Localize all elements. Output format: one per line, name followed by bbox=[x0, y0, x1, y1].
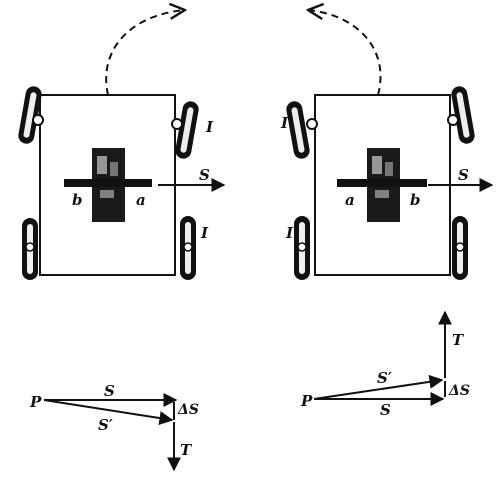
left-wheel-label-bottom: I bbox=[200, 224, 209, 242]
right-gyro-axle bbox=[337, 179, 427, 187]
right-delta-s-label: ΔS bbox=[448, 383, 470, 399]
right-wheel-label-top: I bbox=[280, 114, 289, 132]
right-point-p: P bbox=[300, 392, 313, 410]
left-vector-diagram: P S S′ ΔS T bbox=[29, 382, 199, 472]
right-t-label: T bbox=[452, 331, 465, 349]
right-wheel-label-bottom: I bbox=[285, 224, 294, 242]
left-point-p: P bbox=[29, 393, 42, 411]
right-s-vector-label: S bbox=[380, 401, 391, 419]
right-cart: I I a b S bbox=[280, 10, 494, 280]
left-rotation-arrow bbox=[105, 10, 185, 96]
right-cart-rear-right-wheel bbox=[452, 216, 468, 280]
right-cart-front-left-wheel bbox=[286, 101, 310, 159]
right-axle-end-b: b bbox=[410, 191, 421, 209]
left-cart-front-left-wheel bbox=[18, 86, 42, 144]
left-cart-front-right-wheel bbox=[175, 101, 199, 159]
left-cart-rear-right-wheel bbox=[180, 216, 196, 280]
left-axle-end-b: b bbox=[72, 191, 83, 209]
right-vector-diagram: P S S′ ΔS T bbox=[300, 310, 470, 419]
left-gyro-axle bbox=[64, 179, 152, 187]
right-rotation-arrow bbox=[308, 10, 382, 96]
right-cart-rear-left-wheel bbox=[294, 216, 310, 280]
right-axle-end-a: a bbox=[345, 191, 355, 209]
left-s-vector-label: S bbox=[104, 382, 115, 400]
left-axle-end-a: a bbox=[136, 191, 146, 209]
right-s-prime-label: S′ bbox=[377, 369, 392, 387]
left-cart: I I b a S bbox=[18, 10, 226, 280]
left-cart-rear-left-wheel bbox=[22, 218, 38, 280]
left-vector-s-prime bbox=[43, 399, 174, 425]
right-cart-front-right-wheel bbox=[451, 86, 475, 144]
left-delta-s-label: ΔS bbox=[177, 402, 199, 418]
left-wheel-label-top: I bbox=[205, 118, 214, 136]
left-s-prime-label: S′ bbox=[98, 416, 113, 434]
right-vector-s-prime bbox=[313, 374, 444, 400]
right-s-label: S bbox=[458, 166, 469, 184]
left-t-label: T bbox=[180, 441, 193, 459]
left-s-label: S bbox=[199, 166, 210, 184]
